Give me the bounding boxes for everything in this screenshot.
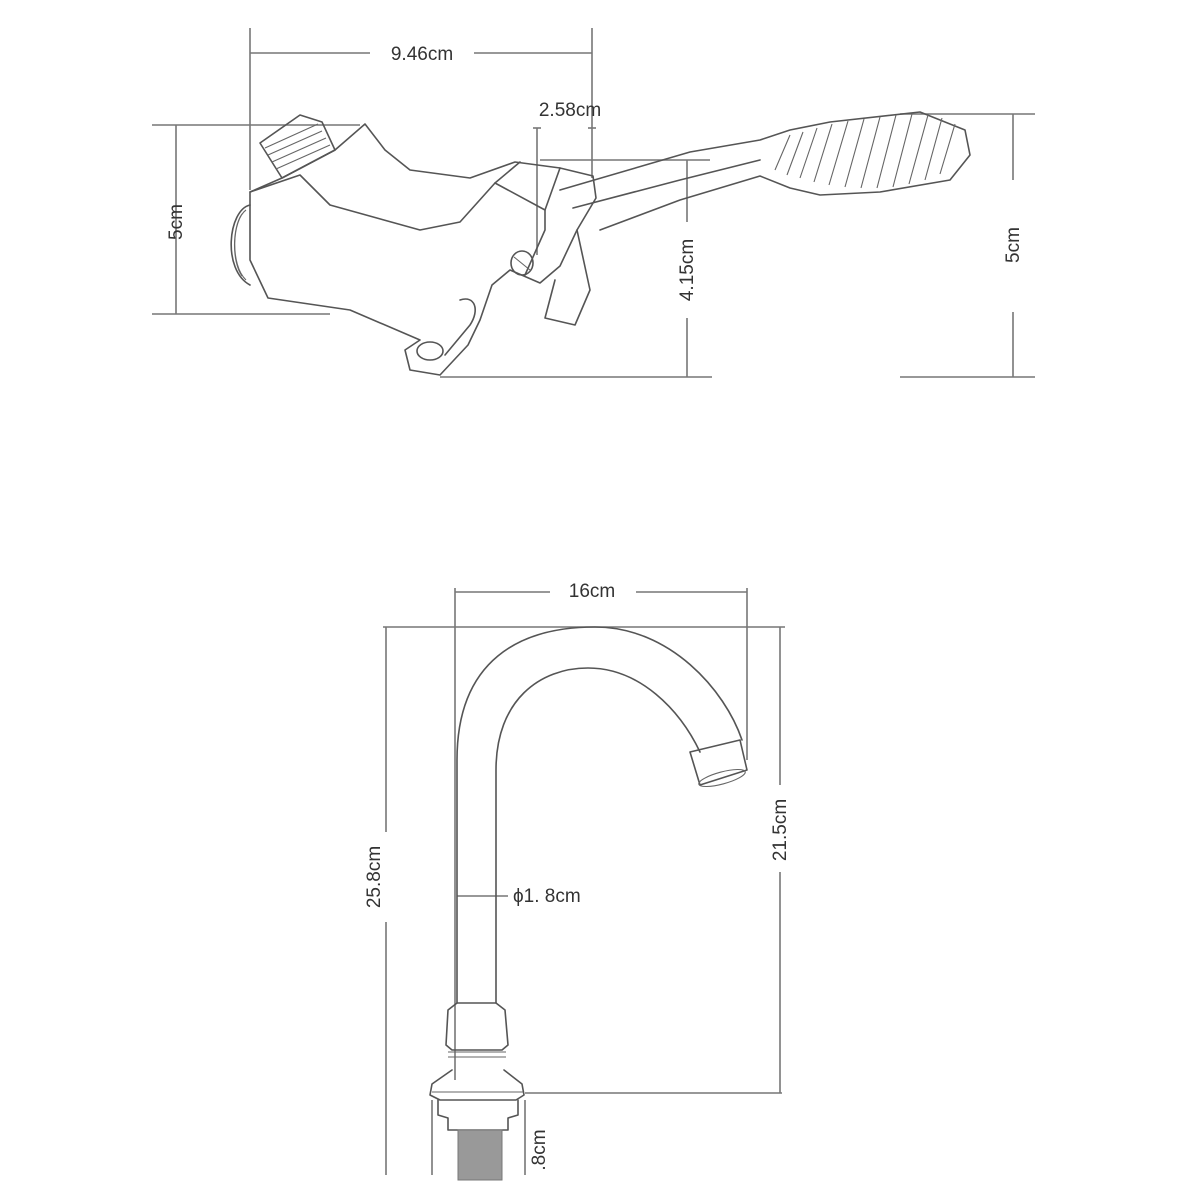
dim-label-base-to-lever: 4.15cm xyxy=(677,239,698,301)
dim-label-total-height: 25.8cm xyxy=(364,846,385,908)
pedal-lever xyxy=(544,111,971,326)
dim-label-pedal-height: 5cm xyxy=(1003,227,1024,263)
dim-label-spout-reach: 16cm xyxy=(569,581,615,602)
dim-label-overall-length: 9.46cm xyxy=(391,44,453,65)
mount-hole xyxy=(416,341,444,361)
gooseneck-spout-drawing: 16cm 25.8cm 21.5cm ϕ1. 8cm .8cm xyxy=(364,581,791,1181)
dim-label-spout-height: 21.5cm xyxy=(770,799,791,861)
threaded-stem xyxy=(457,1129,503,1181)
dim-label-lever-offset: 2.58cm xyxy=(539,100,601,121)
dim-label-body-height: 5cm xyxy=(166,204,187,240)
screw-icon xyxy=(510,250,534,276)
side-thread-fitting xyxy=(230,204,251,286)
dim-label-thread-length: .8cm xyxy=(529,1129,550,1170)
pedal-valve-drawing: 9.46cm 2.58cm 5cm 4.15cm 5cm xyxy=(152,28,1035,378)
dim-label-pipe-diameter: ϕ1. 8cm xyxy=(513,886,581,907)
top-thread-fitting xyxy=(259,114,336,179)
